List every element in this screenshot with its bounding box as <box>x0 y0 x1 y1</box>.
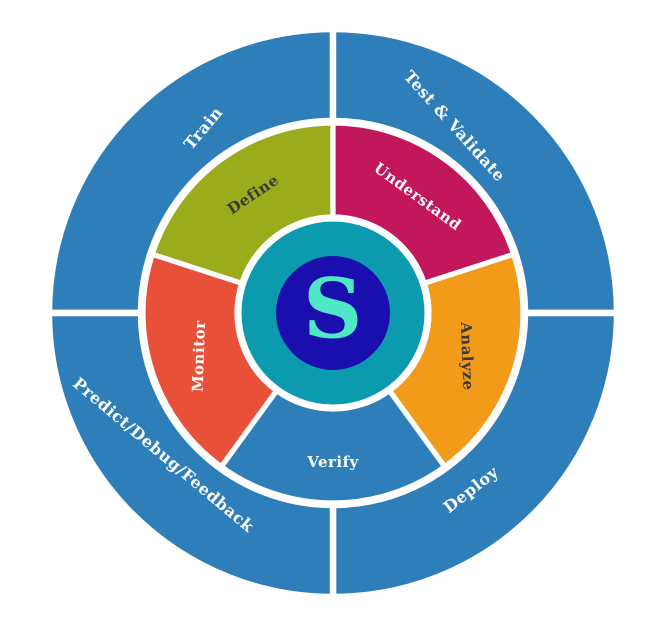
inner-segment-label: Verify <box>306 453 359 471</box>
s-logo-icon: S <box>303 261 363 357</box>
inner-segment-label: Analyze <box>457 321 477 391</box>
hub-logo-circle <box>276 256 390 370</box>
hub: S <box>236 216 430 410</box>
inner-segment-label: Monitor <box>189 320 210 393</box>
